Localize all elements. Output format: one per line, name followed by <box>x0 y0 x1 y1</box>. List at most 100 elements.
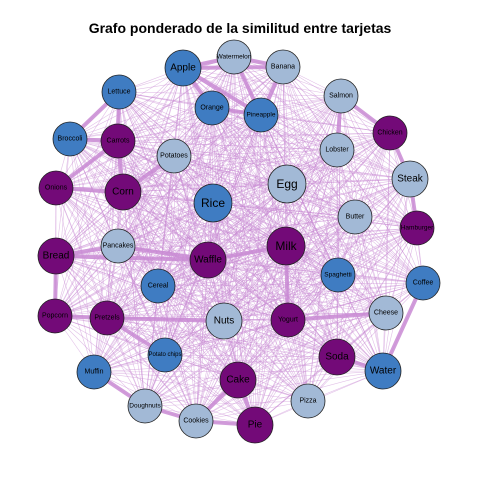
node-circle-pizza <box>290 383 326 419</box>
edge-potatochips-soda <box>164 354 338 358</box>
edge-pineapple-yogurt <box>260 114 289 321</box>
node-cookies: Cookies <box>178 403 214 439</box>
edge-hamburger-potatochips <box>164 227 418 356</box>
node-label-lettuce: Lettuce <box>108 89 131 96</box>
edge-carrots-water <box>117 140 384 372</box>
node-salmon: Salmon <box>323 78 359 114</box>
node-circle-cookies <box>178 403 214 439</box>
edge-pizza-doughnuts <box>144 400 309 407</box>
edge-cereal-cake <box>157 285 239 381</box>
node-hamburger: Hamburger <box>399 210 435 246</box>
node-water: Water <box>364 352 402 390</box>
node-nuts: Nuts <box>205 302 243 340</box>
node-label-pizza: Pizza <box>299 398 316 405</box>
node-cereal: Cereal <box>140 268 176 304</box>
node-cheese: Cheese <box>368 295 404 331</box>
edge-corn-muffin <box>93 191 124 373</box>
edge-watermelon-chicken <box>233 56 391 134</box>
edge-pineapple-waffle <box>207 114 262 261</box>
edge-spaghetti-pretzels <box>106 274 339 319</box>
node-potatochips: Potato chips <box>147 337 183 373</box>
edge-lobster-pie <box>254 149 338 426</box>
edge-broccoli-popcorn <box>54 138 71 317</box>
node-label-watermelon: Watermelon <box>217 54 252 61</box>
edge-onions-nuts <box>55 187 225 322</box>
node-circle-rice <box>193 183 233 223</box>
node-label-broccoli: Broccoli <box>58 136 83 143</box>
edge-muffin-pie <box>93 371 256 426</box>
node-egg: Egg <box>267 164 307 204</box>
edge-chicken-cake <box>237 132 391 381</box>
node-circle-muffin <box>76 354 112 390</box>
node-label-butter: Butter <box>346 214 365 221</box>
edge-chicken-soda <box>336 132 391 358</box>
edge-banana-waffle <box>207 66 284 261</box>
edge-pineapple-carrots <box>117 114 262 142</box>
edge-onions-potatochips <box>55 187 166 356</box>
node-label-steak: Steak <box>397 174 424 185</box>
edge-pineapple-chicken <box>260 114 391 134</box>
node-circle-potatoes <box>156 138 192 174</box>
node-label-chicken: Chicken <box>377 130 402 137</box>
edge-cheese-cookies <box>195 312 387 422</box>
edge-butter-water <box>354 216 384 372</box>
edge-banana-cheese <box>282 66 387 314</box>
node-apple: Apple <box>164 49 202 87</box>
node-label-cheese: Cheese <box>374 310 398 317</box>
node-label-soda: Soda <box>325 352 349 363</box>
edge-watermelon-nuts <box>223 56 235 322</box>
edge-onions-egg <box>55 183 288 189</box>
edge-corn-pizza <box>122 191 309 402</box>
edge-waffle-coffee <box>207 259 424 284</box>
node-label-water: Water <box>370 366 397 377</box>
edge-egg-cookies <box>195 183 288 422</box>
edge-milk-pretzels <box>106 245 287 319</box>
node-circle-waffle <box>189 241 227 279</box>
edge-broccoli-milk <box>69 138 287 247</box>
edge-waffle-doughnuts <box>144 259 209 407</box>
node-banana: Banana <box>265 49 301 85</box>
edge-cheese-muffin <box>93 312 387 373</box>
node-bread: Bread <box>37 237 75 275</box>
edge-hamburger-muffin <box>93 227 418 373</box>
node-label-bread: Bread <box>43 251 70 262</box>
node-corn: Corn <box>104 173 142 211</box>
edge-milk-coffee <box>285 245 424 284</box>
edge-apple-egg <box>182 67 288 185</box>
edge-muffin-pizza <box>93 371 309 402</box>
node-muffin: Muffin <box>76 354 112 390</box>
node-cake: Cake <box>219 361 257 399</box>
edge-butter-doughnuts <box>144 216 356 407</box>
edge-soda-cookies <box>195 356 338 422</box>
edge-corn-popcorn <box>54 191 124 317</box>
node-soda: Soda <box>318 338 356 376</box>
edge-cheese-potatochips <box>164 312 387 356</box>
edge-pretzels-cheese <box>106 312 387 319</box>
node-label-lobster: Lobster <box>325 147 349 154</box>
edge-onions-waffle <box>55 187 209 261</box>
edge-potatoes-onions <box>55 155 175 189</box>
node-label-pineapple: Pineapple <box>247 112 276 119</box>
edge-salmon-carrots <box>117 95 342 142</box>
edge-pineapple-popcorn <box>54 114 262 317</box>
node-doughnuts: Doughnuts <box>127 388 163 424</box>
node-circle-potatochips <box>147 337 183 373</box>
node-circle-hamburger <box>399 210 435 246</box>
node-label-apple: Apple <box>170 63 196 74</box>
edge-lobster-onions <box>55 149 338 189</box>
edge-watermelon-yogurt <box>233 56 289 321</box>
edge-egg-bread <box>55 183 288 257</box>
node-chicken: Chicken <box>372 115 408 151</box>
edge-milk-soda <box>285 245 338 358</box>
edge-pancakes-cookies <box>117 245 197 422</box>
node-circle-salmon <box>323 78 359 114</box>
node-pie: Pie <box>236 406 274 444</box>
edge-egg-popcorn <box>54 183 288 317</box>
edge-coffee-nuts <box>223 282 424 322</box>
node-carrots: Carrots <box>100 123 136 159</box>
node-lobster: Lobster <box>319 132 355 168</box>
edge-chicken-milk <box>285 132 391 247</box>
node-circle-carrots <box>100 123 136 159</box>
edge-rice-hamburger <box>212 202 418 229</box>
node-circle-steak <box>391 160 429 198</box>
